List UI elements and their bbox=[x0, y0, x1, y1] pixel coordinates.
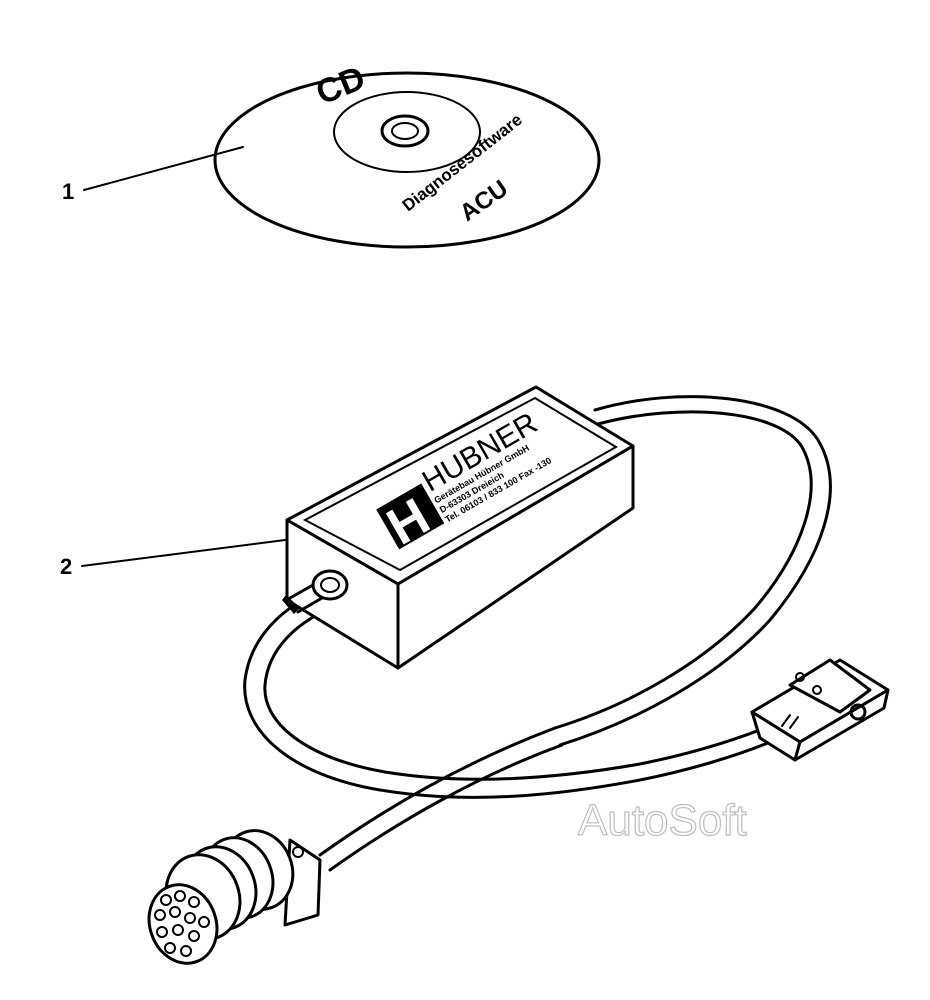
round-connector bbox=[147, 829, 322, 965]
hubner-logo-block bbox=[376, 483, 445, 550]
callout-1: 1 bbox=[62, 146, 244, 204]
callout-2: 2 bbox=[60, 539, 286, 579]
callout-2-number: 2 bbox=[60, 554, 72, 579]
cd-disc: CD Diagnosesoftware ACU bbox=[213, 59, 601, 249]
dsub-connector bbox=[750, 658, 890, 762]
interface-box: H HUBNER Gerätebau Hübner GmbH D-63303 D… bbox=[282, 385, 635, 670]
connector-pins bbox=[154, 890, 210, 957]
watermark: AutoSoft bbox=[578, 796, 747, 845]
cable-to-round-connector bbox=[318, 726, 564, 872]
callout-1-number: 1 bbox=[62, 179, 74, 204]
cable-loop bbox=[243, 395, 832, 799]
